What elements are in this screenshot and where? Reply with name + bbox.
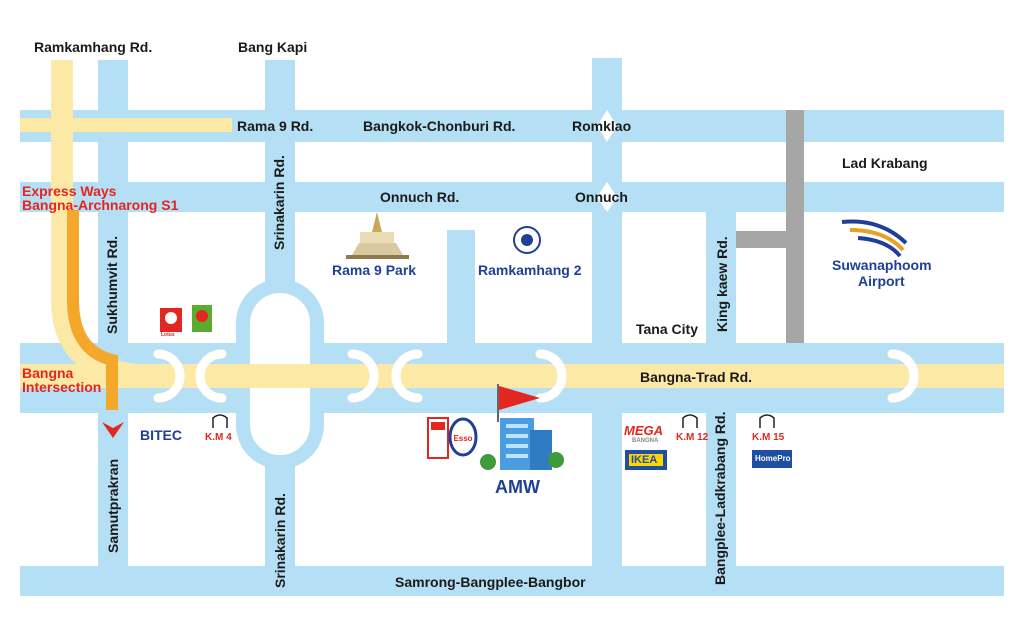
ramkamhang2-seal-icon [513, 226, 541, 254]
airport-grey-connector [736, 231, 804, 248]
amw-label: AMW [495, 477, 540, 497]
svg-text:Esso: Esso [453, 434, 472, 443]
green-shop-logo-icon [192, 305, 212, 332]
romklao-intersection [597, 110, 617, 212]
rama9-park-icon [346, 212, 409, 259]
samrong-road [20, 566, 1004, 596]
mega-sub-label: BANGNA [632, 438, 659, 444]
amw-flag-icon [497, 384, 540, 422]
onnuch-label: Onnuch [575, 189, 628, 205]
rama9-road-label: Rama 9 Rd. [237, 118, 314, 134]
lotus-logo-icon [160, 308, 182, 332]
rama9-park-label: Rama 9 Park [332, 262, 417, 278]
ramkamhang-road-label: Ramkamhang Rd. [34, 39, 153, 55]
esso-logo-icon: Esso [448, 417, 478, 457]
airport-label-2: Airport [858, 273, 905, 289]
romklao-road [592, 58, 622, 596]
u-turns [153, 349, 919, 403]
sukhumvit-road [98, 60, 128, 596]
express-ways-label-1: Express Ways [22, 183, 117, 199]
km15-label: K.M 15 [752, 432, 785, 443]
lad-krabang-label: Lad Krabang [842, 155, 928, 171]
bangna-trad-road-label: Bangna-Trad Rd. [640, 369, 753, 385]
ramkamhang2-label: Ramkamhang 2 [478, 262, 582, 278]
ikea-label: IKEA [631, 454, 658, 466]
bangplee-ladkrabang-label: Bangplee-Ladkrabang Rd. [712, 411, 728, 585]
bangplee-ladkrabang-road [706, 212, 736, 596]
lotus-label: Lotus [161, 332, 175, 338]
ramkamhang2-road [447, 230, 475, 345]
km-marker-icons [212, 414, 775, 428]
airport-label-1: Suwanaphoom [832, 257, 932, 273]
sukhumvit-road-label: Sukhumvit Rd. [104, 235, 120, 334]
amw-building-icon [480, 418, 564, 470]
express-ways-label-2: Bangna-Archnarong S1 [22, 197, 179, 213]
mega-logo-label: MEGA [624, 423, 663, 438]
km4-label: K.M 4 [205, 432, 232, 443]
onnuch-road [20, 182, 1004, 212]
ikea-logo-icon [625, 450, 667, 470]
samutprakran-arrow-icon [102, 422, 124, 438]
airport-grey-road [786, 110, 804, 343]
bangkok-chonburi-label: Bangkok-Chonburi Rd. [363, 118, 516, 134]
romklao-label: Romklao [572, 118, 632, 134]
samrong-road-label: Samrong-Bangplee-Bangbor [395, 574, 586, 590]
bang-kapi-label: Bang Kapi [238, 39, 308, 55]
bangna-intersection-label-2: Intersection [22, 379, 102, 395]
samutprakran-label: Samutprakran [105, 458, 121, 553]
onnuch-road-label: Onnuch Rd. [380, 189, 460, 205]
srinakarin-road-top-label: Srinakarin Rd. [271, 155, 287, 250]
homepro-logo-icon [752, 450, 792, 468]
express-way-bangna-archnarong [67, 210, 118, 410]
homepro-label: HomePro [755, 454, 791, 463]
km12-label: K.M 12 [676, 432, 709, 443]
airport-logo-icon [841, 219, 908, 258]
bitec-label: BITEC [140, 427, 182, 443]
tana-city-label: Tana City [636, 321, 698, 337]
shop-logo-icon [427, 417, 449, 459]
srinakarin-road-bottom-label: Srinakarin Rd. [272, 493, 288, 588]
king-kaew-road-label: King kaew Rd. [714, 236, 730, 332]
bangna-intersection-label-1: Bangna [22, 365, 74, 381]
ramkamhang-expressway [51, 60, 180, 386]
